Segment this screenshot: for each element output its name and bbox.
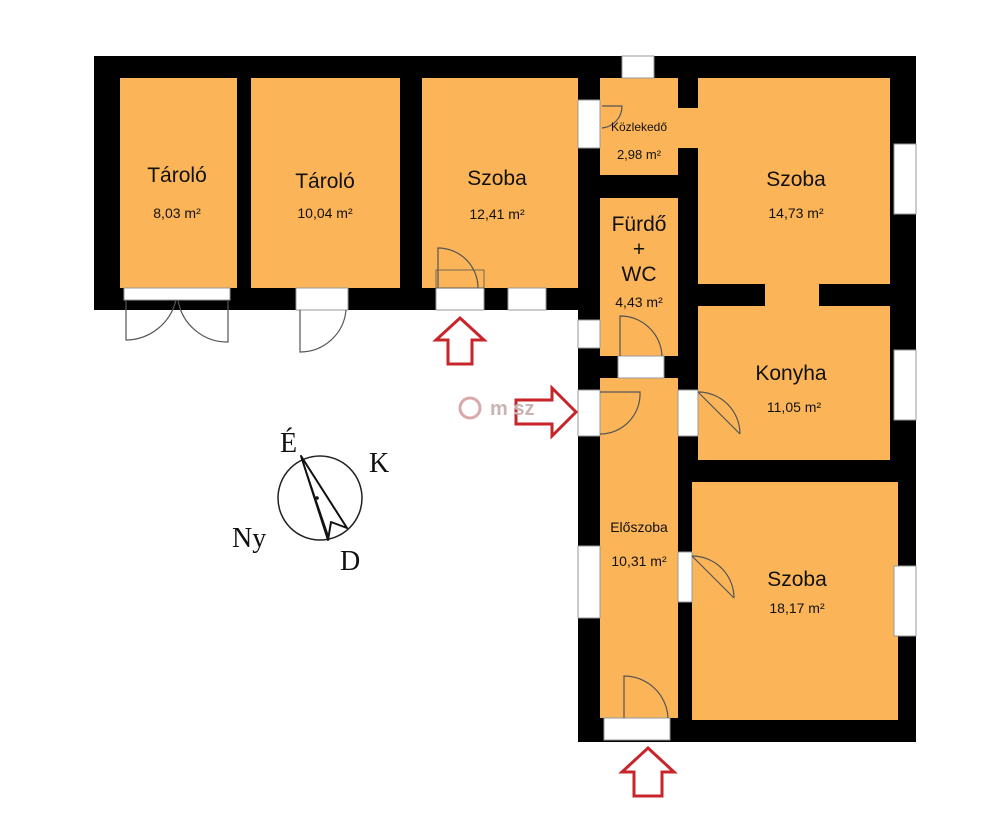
area-taroló-1: 8,03 m²	[153, 205, 201, 221]
area-szoba-3: 18,17 m²	[769, 600, 825, 616]
area-szoba-2: 14,73 m²	[768, 205, 824, 221]
label-szoba-2: Szoba	[766, 168, 826, 191]
watermark-text: m sz	[490, 398, 534, 420]
label-szoba-1: Szoba	[467, 167, 527, 190]
room-szoba-2	[698, 78, 890, 284]
compass-south: D	[340, 546, 360, 577]
label-furdo-line3: WC	[622, 263, 657, 286]
door-swings	[125, 105, 741, 719]
room-szoba-3	[692, 482, 898, 720]
room-labels: Tároló 8,03 m² Tároló 10,04 m² Szoba 12,…	[147, 120, 827, 616]
label-taroló-2: Tároló	[295, 170, 355, 193]
label-furdo-line2: +	[633, 238, 645, 261]
label-szoba-3: Szoba	[767, 568, 827, 591]
entry-arrow-bottom	[618, 745, 678, 798]
entry-arrow-top	[432, 315, 488, 366]
watermark: m sz	[458, 396, 534, 420]
compass-west: Ny	[232, 523, 266, 554]
compass-north: É	[280, 428, 297, 459]
area-furdo: 4,43 m²	[615, 294, 663, 310]
entry-arrow-side	[514, 384, 579, 440]
label-taroló-1: Tároló	[147, 164, 207, 187]
entry-arrows	[432, 315, 678, 798]
label-eloszoba: Előszoba	[610, 519, 668, 535]
area-taroló-2: 10,04 m²	[297, 205, 353, 221]
compass-needle	[300, 455, 348, 541]
area-konyha: 11,05 m²	[767, 399, 822, 415]
area-eloszoba: 10,31 m²	[611, 553, 667, 569]
room-taroló-2	[251, 78, 400, 288]
room-konyha	[698, 306, 890, 460]
room-eloszoba	[600, 378, 678, 718]
label-furdo-line1: Fürdő	[612, 213, 667, 236]
room-furdo	[600, 198, 678, 356]
compass: É K Ny D	[232, 428, 389, 577]
label-kozlekedo: Közlekedő	[611, 120, 667, 134]
room-taroló-1	[120, 78, 237, 288]
room-fills	[120, 78, 898, 720]
area-kozlekedo: 2,98 m²	[617, 147, 662, 162]
compass-east: K	[369, 448, 389, 479]
room-szoba-1	[422, 78, 578, 288]
label-konyha: Konyha	[755, 362, 827, 385]
room-kozlekedo-ext	[678, 108, 698, 148]
wall-openings	[123, 55, 917, 741]
room-kozlekedo	[600, 78, 678, 175]
area-szoba-1: 12,41 m²	[469, 206, 525, 222]
